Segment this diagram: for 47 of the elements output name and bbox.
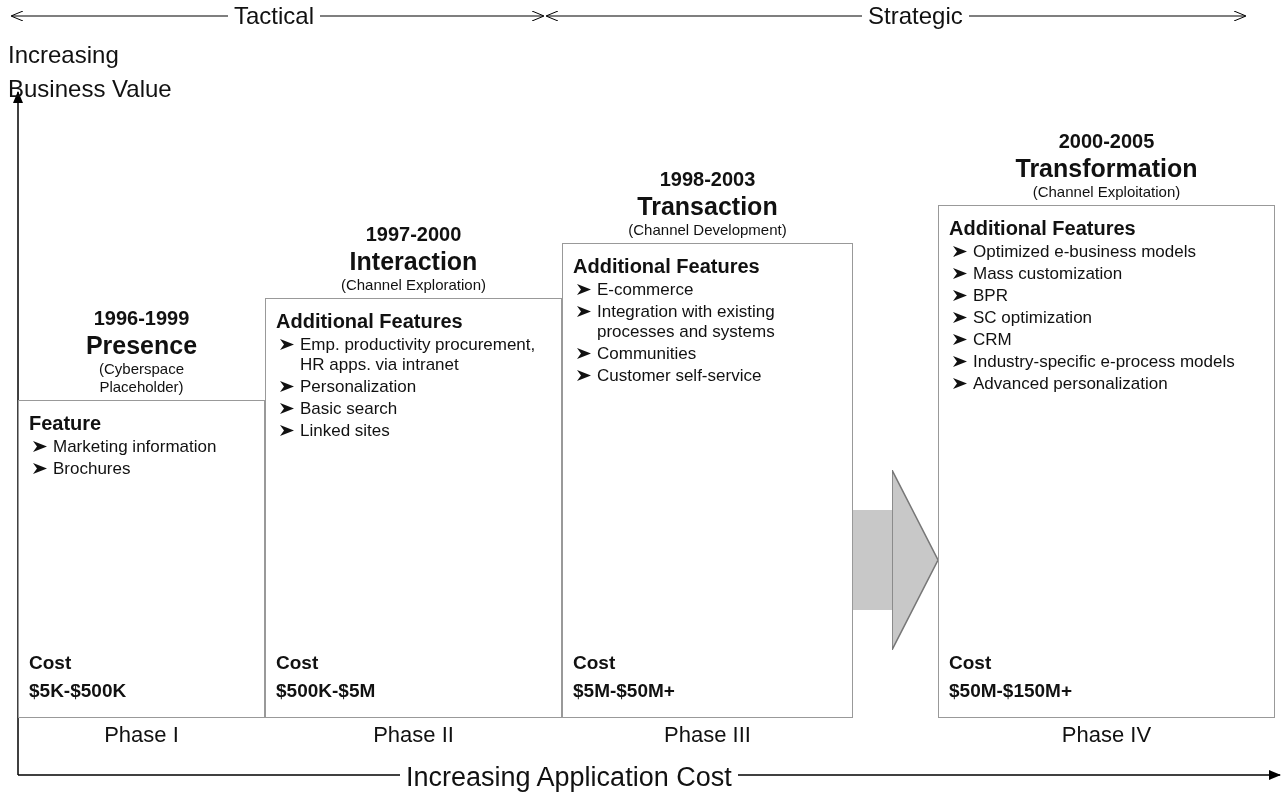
cost-value: $500K-$5M (276, 679, 377, 703)
feature-item: Basic search (300, 399, 398, 419)
phase-subtitle: (Channel Development) (627, 221, 788, 239)
phase-label: Phase IV (1060, 722, 1153, 748)
phase-label: Phase I (103, 722, 180, 748)
feature-item: Emp. productivity procurement, HR apps. via intranet (300, 335, 537, 375)
phase-subtitle: (Channel Exploitation) (1031, 183, 1182, 201)
feature-item: Communities (597, 344, 697, 364)
cost-heading: Cost (949, 651, 993, 675)
feature-heading: Additional Features (949, 216, 1137, 240)
phase-label: Phase II (372, 722, 455, 748)
year-range: 2000-2005 (1057, 129, 1156, 153)
phase-subtitle: (Channel Exploration) (339, 276, 488, 294)
feature-item: Industry-specific e-process models (973, 352, 1235, 372)
cost-value: $5K-$500K (29, 679, 128, 703)
feature-heading: Additional Features (276, 309, 464, 333)
feature-item: SC optimization (973, 308, 1093, 328)
feature-item: Marketing information (53, 437, 217, 457)
cost-heading: Cost (29, 651, 73, 675)
year-range: 1997-2000 (364, 222, 463, 246)
year-range: 1996-1999 (92, 306, 191, 330)
phase-title: Presence (84, 330, 199, 360)
cost-value: $50M-$150M+ (949, 679, 1074, 703)
feature-item: Integration with existing processes and systems (597, 302, 776, 342)
feature-heading: Additional Features (573, 254, 761, 278)
feature-item: Advanced personalization (973, 374, 1168, 394)
block-arrow (853, 469, 939, 651)
cost-value: $5M-$50M+ (573, 679, 676, 703)
feature-item: Optimized e-business models (973, 242, 1196, 262)
feature-item: Customer self-service (597, 366, 762, 386)
cost-heading: Cost (276, 651, 320, 675)
feature-item: Personalization (300, 377, 417, 397)
cost-heading: Cost (573, 651, 617, 675)
feature-item: Brochures (53, 459, 131, 479)
phase-title: Interaction (348, 246, 479, 276)
feature-item: Linked sites (300, 421, 390, 441)
axis-label: Increasing Business Value (8, 40, 173, 104)
feature-item: BPR (973, 286, 1008, 306)
phase-subtitle: (Cyberspace Placeholder) (97, 360, 185, 396)
feature-item: CRM (973, 330, 1012, 350)
feature-item: Mass customization (973, 264, 1123, 284)
feature-heading: Feature (29, 411, 103, 435)
phase-title: Transaction (636, 191, 779, 221)
feature-item: E-commerce (597, 280, 694, 300)
phase-label: Phase III (663, 722, 752, 748)
year-range: 1998-2003 (658, 167, 757, 191)
phase-title: Transformation (1014, 153, 1199, 183)
